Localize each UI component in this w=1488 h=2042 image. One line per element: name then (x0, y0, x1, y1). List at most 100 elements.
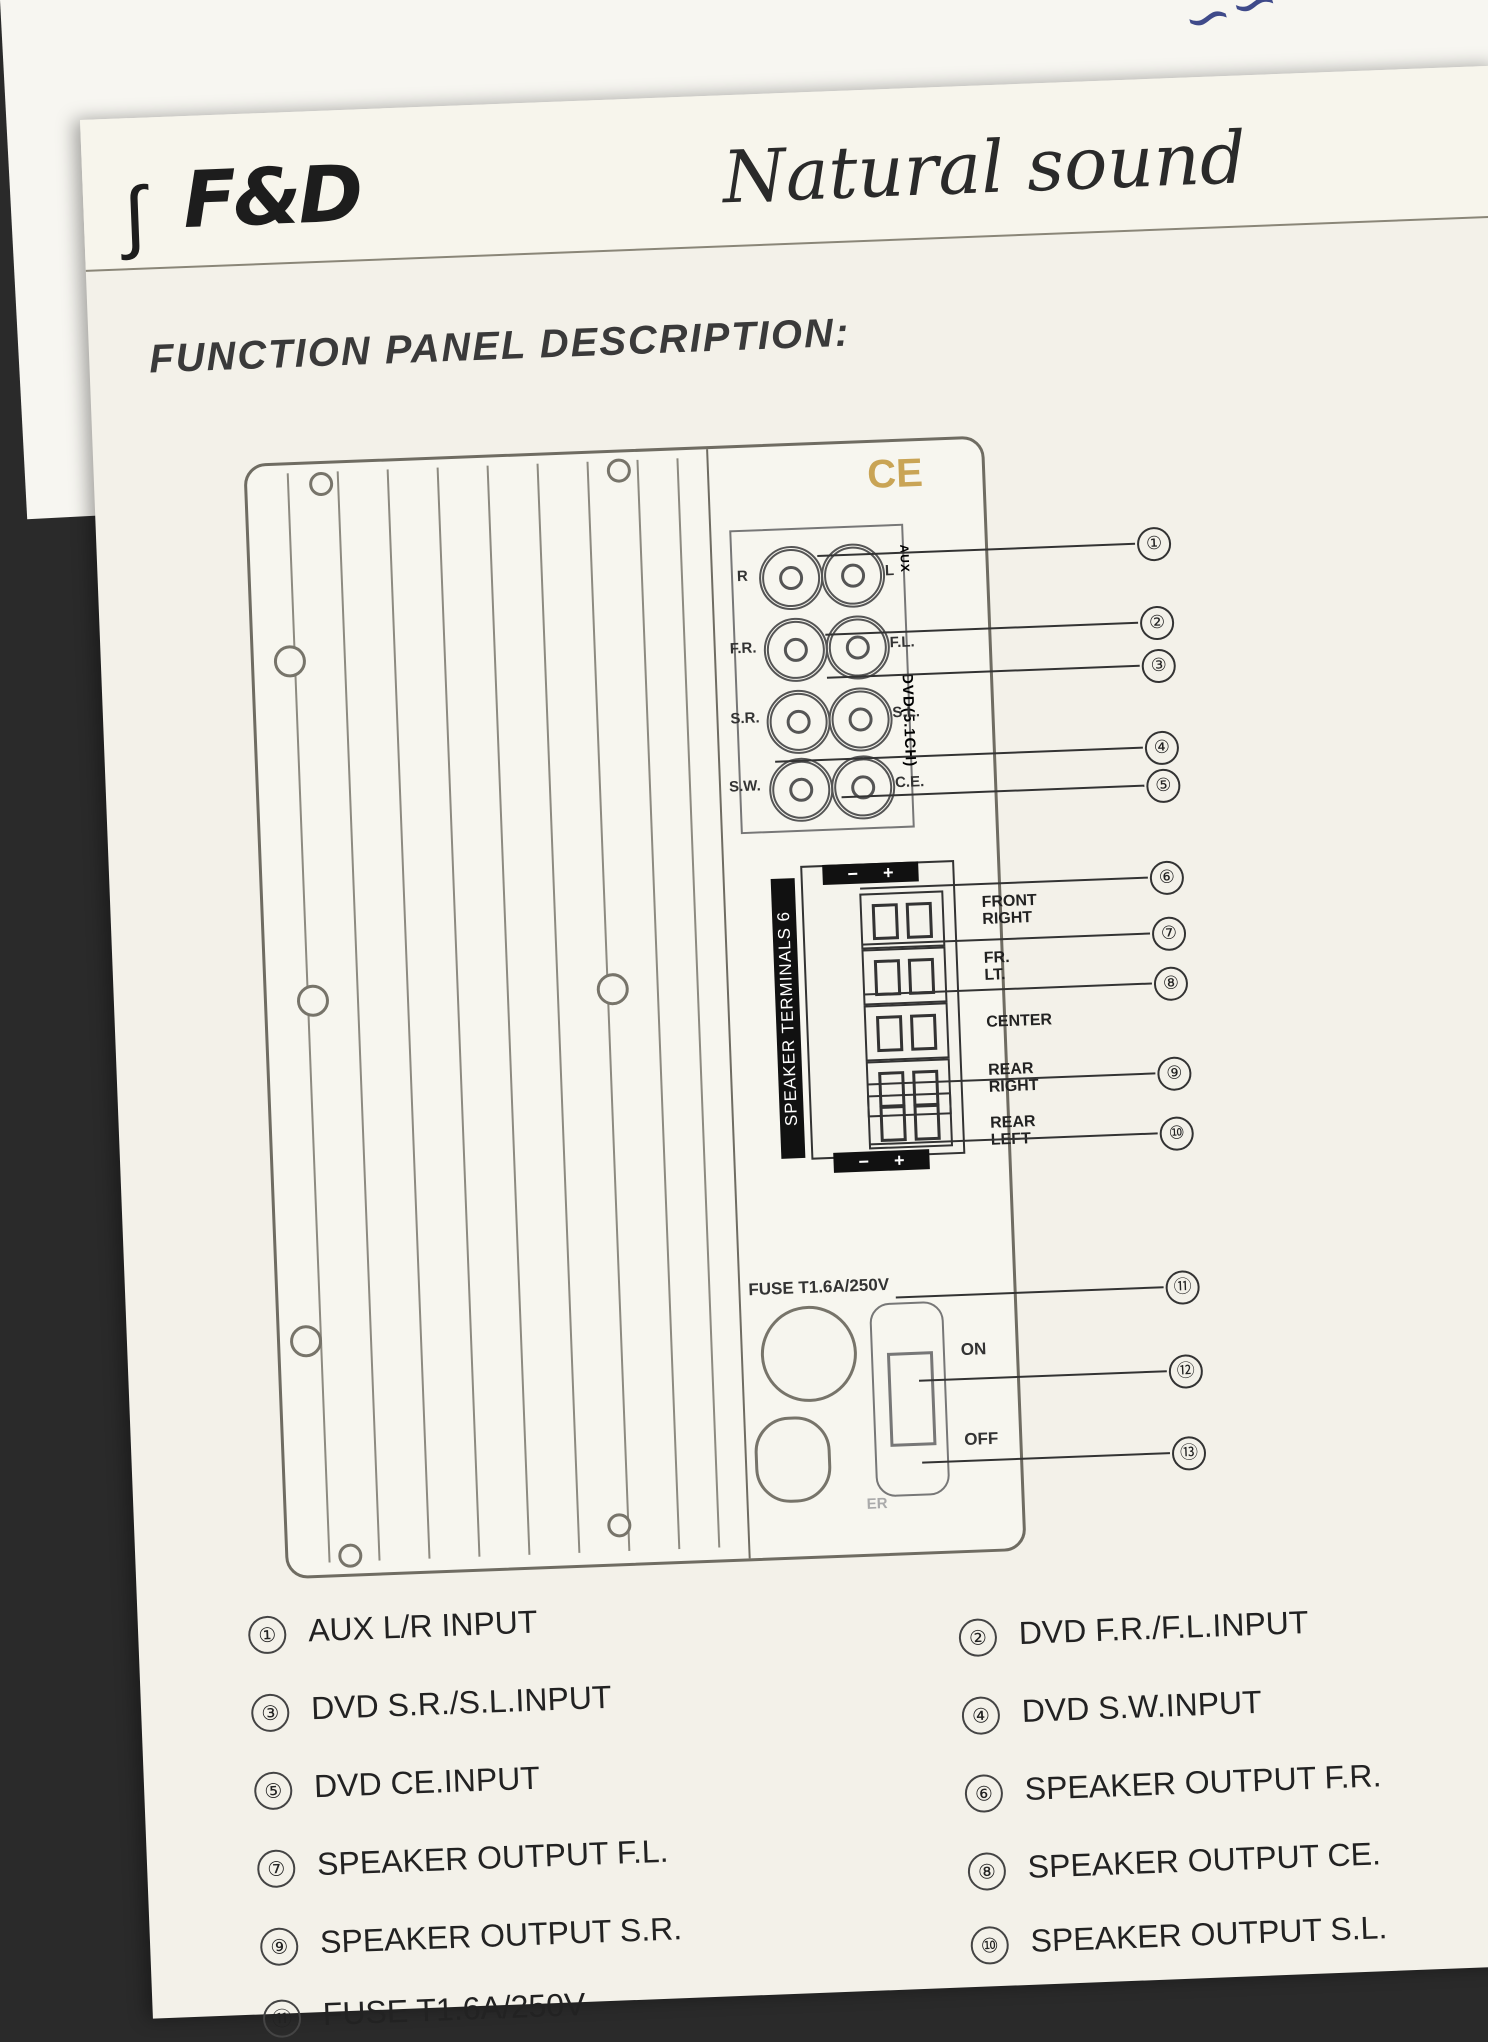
legend-number: ⑧ (967, 1851, 1007, 1891)
fuse-label: FUSE T1.6A/250V (748, 1274, 890, 1300)
terminal-label-line1: FR. (983, 948, 1010, 967)
callout-13: ⑬ (1171, 1435, 1207, 1472)
callout-10: ⑩ (1159, 1116, 1195, 1152)
legend-text: SPEAKER OUTPUT F.L. (316, 1832, 670, 1883)
legend-text: DVD S.W.INPUT (1021, 1683, 1263, 1730)
heatsink-fin (536, 463, 581, 1553)
callout-5: ⑤ (1145, 768, 1182, 804)
callout-7: ⑦ (1151, 916, 1187, 952)
jack-label-ce: C.E. (894, 773, 925, 792)
legend-text: SPEAKER OUTPUT S.R. (319, 1910, 683, 1961)
jack-label-r: R (736, 567, 749, 586)
heatsink-fin (436, 467, 481, 1557)
legend-item: ⑨ SPEAKER OUTPUT S.R. (259, 1910, 683, 1966)
legend-text: DVD S.R./S.L.INPUT (310, 1678, 613, 1727)
jack-label-fr: F.R. (729, 639, 757, 658)
terminal-label-line1: REAR (987, 1060, 1034, 1079)
screw-hole (296, 984, 330, 1018)
legend-number: ② (958, 1617, 998, 1657)
switch-off-label: OFF (963, 1428, 999, 1450)
callout-6: ⑥ (1149, 860, 1185, 896)
ce-mark: CE (866, 450, 924, 498)
callout-8: ⑧ (1153, 966, 1189, 1002)
terminal-label-line1: FRONT (981, 891, 1038, 911)
jack-label-l: L (884, 562, 895, 580)
terminal-polarity-header: − + (822, 861, 919, 886)
legend-number: ① (247, 1614, 287, 1655)
terminal-label: CENTER (986, 1011, 1052, 1031)
heatsink-fin (636, 459, 681, 1550)
terminal-front-left[interactable] (861, 946, 948, 1006)
manual-page: ∫ F&D Natural sound FUNCTION PANEL DESCR… (80, 65, 1488, 2038)
callout-1: ① (1136, 526, 1172, 562)
screw-hole (337, 1543, 363, 1569)
legend-text: SPEAKER OUTPUT CE. (1027, 1835, 1382, 1885)
polarity-minus: − (858, 1151, 870, 1172)
heatsink-fin (486, 465, 531, 1555)
brand-tagline: Natural sound (721, 115, 1248, 220)
callout-9: ⑨ (1156, 1056, 1193, 1092)
function-panel-diagram: CE AUX DVD(5.1CH) R L F.R. F.L. S.R. S.L… (243, 435, 1052, 1580)
terminal-polarity-footer: − + (833, 1149, 930, 1173)
terminal-label: FR. LT. (984, 949, 1011, 984)
screw-hole (308, 471, 334, 497)
legend-number: ③ (250, 1692, 290, 1733)
callout-2: ② (1139, 605, 1175, 641)
screw-hole (289, 1324, 323, 1358)
legend-number: ⑩ (970, 1925, 1010, 1965)
heatsink-fin (286, 473, 331, 1563)
legend-item: ⑦ SPEAKER OUTPUT F.L. (256, 1832, 670, 1889)
terminal-label-line1: CENTER (985, 1011, 1053, 1031)
terminal-label: FRONT RIGHT (981, 892, 1037, 928)
heatsink-fin (586, 461, 631, 1552)
callout-4: ④ (1144, 730, 1180, 766)
legend-text: AUX L/R INPUT (307, 1603, 539, 1649)
handwriting-scribble: ∽∽ (1174, 0, 1288, 57)
legend-item: ③ DVD S.R./S.L.INPUT (250, 1678, 613, 1733)
legend-item: ① AUX L/R INPUT (247, 1603, 539, 1655)
legend-item: ⑤ DVD CE.INPUT (253, 1759, 541, 1811)
legend-item: ⑪ FUSE T1.6A/250V (262, 1986, 586, 2038)
jack-label-sr: S.R. (730, 709, 760, 728)
heatsink-fin (336, 471, 381, 1561)
heatsink-fin (386, 469, 431, 1559)
terminal-center[interactable] (863, 1002, 950, 1062)
polarity-plus: + (882, 862, 894, 883)
terminals-title-text: SPEAKER TERMINALS 6 (773, 910, 802, 1127)
callout-12: ⑫ (1168, 1353, 1204, 1390)
legend-item: ② DVD F.R./F.L.INPUT (958, 1604, 1309, 1657)
legend-number: ⑦ (256, 1848, 296, 1889)
screw-hole (606, 458, 632, 484)
terminal-label-line2: RIGHT (982, 909, 1033, 928)
fuse-holder[interactable] (759, 1304, 859, 1404)
legend-text: DVD F.R./F.L.INPUT (1018, 1603, 1310, 1652)
power-label: ER (866, 1495, 888, 1513)
screw-hole (596, 972, 630, 1006)
switch-on-label: ON (960, 1339, 987, 1360)
callout-3: ③ (1141, 648, 1177, 684)
legend-number: ⑪ (262, 1998, 302, 2038)
power-socket[interactable] (753, 1415, 833, 1505)
jack-label-sw: S.W. (728, 777, 762, 796)
callout-11: ⑪ (1164, 1269, 1201, 1306)
power-switch[interactable] (886, 1351, 937, 1447)
legend-number: ⑨ (259, 1926, 299, 1966)
jack-label-sl: S.L. (892, 703, 921, 722)
terminal-label-line1: REAR (989, 1113, 1036, 1132)
legend-number: ⑥ (964, 1773, 1004, 1813)
page-title: FUNCTION PANEL DESCRIPTION: (148, 310, 851, 382)
legend-text: DVD CE.INPUT (313, 1759, 541, 1805)
legend-item: ⑧ SPEAKER OUTPUT CE. (967, 1835, 1382, 1891)
screw-hole (273, 644, 307, 678)
legend-text: FUSE T1.6A/250V (322, 1986, 587, 2033)
jack-label-fl: F.L. (889, 633, 915, 652)
terminal-label-line2: LT. (984, 966, 1006, 984)
terminals-title: SPEAKER TERMINALS 6 (770, 878, 806, 1159)
legend-number: ④ (961, 1695, 1001, 1735)
polarity-minus: − (847, 863, 859, 885)
legend-number: ⑤ (253, 1770, 293, 1811)
aux-label: AUX (897, 544, 913, 574)
brand-mark-icon: ∫ (122, 170, 148, 261)
